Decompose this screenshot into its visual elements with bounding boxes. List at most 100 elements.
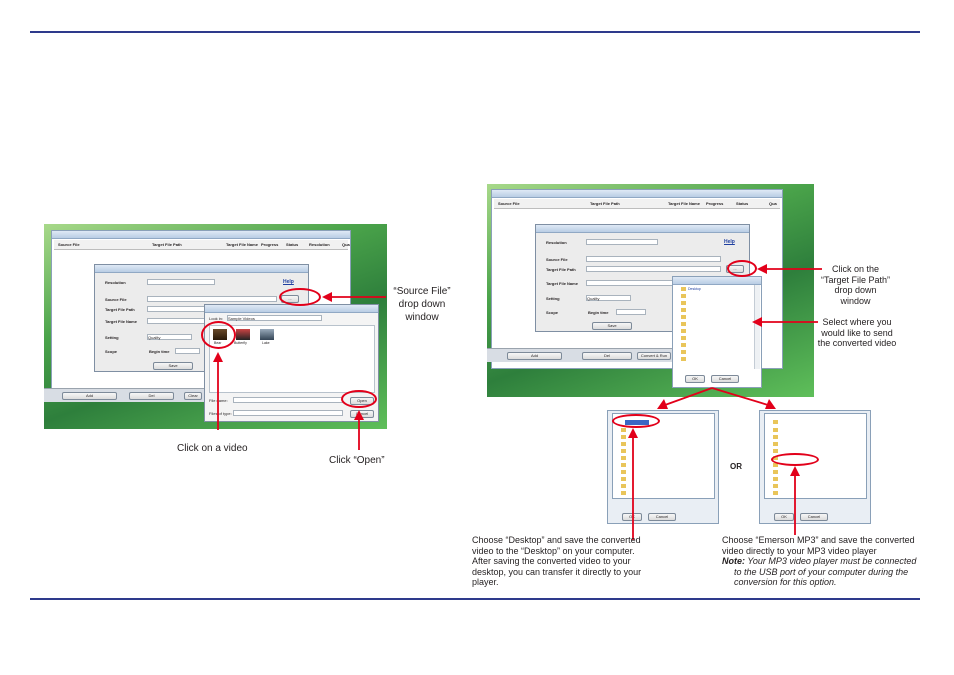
source-file-label: Source File (546, 257, 568, 262)
tree-row[interactable] (773, 428, 823, 433)
setting-value: Quality (587, 296, 600, 301)
tree-row[interactable] (773, 449, 823, 454)
resolution-label: Resolution (105, 280, 126, 285)
file-type-select[interactable] (233, 410, 343, 416)
tree-row[interactable] (681, 329, 731, 334)
top-rule (30, 31, 920, 33)
clear-button[interactable]: Clear (184, 392, 202, 400)
add-button[interactable]: Add (507, 352, 562, 360)
window-titlebar (492, 190, 782, 198)
tree-row[interactable] (621, 435, 671, 440)
browser-scrollbar[interactable] (754, 285, 760, 369)
tree-row[interactable] (773, 477, 823, 482)
begin-time-field[interactable] (616, 309, 646, 315)
target-path-label: Target File Path (105, 307, 135, 312)
callout-line: drop down (834, 285, 877, 295)
resolution-select[interactable] (586, 239, 658, 245)
note-text: Your MP3 video player must be connected (745, 556, 917, 566)
highlight-source-browse (279, 288, 321, 306)
callout-line: window (840, 295, 871, 306)
callout-line: drop down (398, 299, 446, 310)
cancel-button[interactable]: Cancel (350, 410, 374, 418)
del-button[interactable]: Del (582, 352, 632, 360)
callout-line: video directly to your MP3 video player (722, 545, 877, 556)
screenshot-target-path: Source File Target File Path Target File… (487, 184, 814, 397)
col-status: Status (286, 242, 299, 247)
tree-row[interactable] (773, 442, 823, 447)
callout-line: “Target File Path” (820, 274, 891, 285)
tree-row[interactable] (773, 470, 823, 475)
col-target-file-name: Target File Name (668, 201, 700, 206)
del-button[interactable]: Del (129, 392, 174, 400)
callout-select-where: Select where you would like to send the … (814, 317, 900, 349)
callout-click-open: Click “Open” (329, 455, 385, 466)
tree-row[interactable] (773, 420, 823, 425)
tree-row[interactable] (621, 470, 671, 475)
col-source-file: Source File (58, 242, 80, 247)
tree-row[interactable] (621, 449, 671, 454)
callout-desktop: Choose “Desktop” and save the converted … (472, 535, 662, 588)
source-file-field[interactable] (586, 256, 721, 262)
tree-row[interactable] (621, 491, 671, 496)
tree-row[interactable] (681, 350, 731, 355)
video-thumb-lake[interactable] (260, 329, 274, 340)
col-source-file: Source File (498, 201, 520, 206)
cancel-button[interactable]: Cancel (800, 513, 828, 521)
tree-row[interactable] (681, 315, 731, 320)
tree-row[interactable] (681, 301, 731, 306)
tree-row[interactable] (681, 343, 731, 348)
col-resolution: Resolution (309, 242, 330, 247)
tree-row[interactable] (773, 484, 823, 489)
tree-row[interactable] (773, 463, 823, 468)
tree-row[interactable] (621, 484, 671, 489)
callout-line: Choose “Emerson MP3” and save the conver… (722, 535, 915, 545)
dialog-titlebar (95, 265, 308, 273)
col-progress: Progress (261, 242, 279, 247)
file-name-field[interactable] (233, 397, 343, 403)
tree-row[interactable] (621, 456, 671, 461)
help-link[interactable]: Help (724, 239, 735, 245)
ok-button[interactable]: OK (685, 375, 705, 383)
open-dialog-titlebar (205, 305, 378, 313)
cancel-button[interactable]: Cancel (648, 513, 676, 521)
save-button[interactable]: Save (153, 362, 193, 370)
bottom-rule (30, 598, 920, 600)
tree-row[interactable]: Desktop (681, 287, 731, 292)
callout-line: After saving the converted video to your (472, 556, 631, 566)
help-link[interactable]: Help (283, 279, 294, 285)
note-line: Note: Your MP3 video player must be conn… (722, 556, 927, 567)
ok-button[interactable]: OK (774, 513, 794, 521)
tree-row[interactable] (681, 308, 731, 313)
ok-button[interactable]: OK (622, 513, 642, 521)
tree-row[interactable] (681, 336, 731, 341)
target-path-label: Target File Path (546, 267, 576, 272)
tree-row[interactable] (621, 442, 671, 447)
target-name-label: Target File Name (546, 281, 578, 286)
target-path-field[interactable] (586, 266, 721, 272)
save-button[interactable]: Save (592, 322, 632, 330)
callout-line: Choose “Desktop” and save the converted (472, 535, 641, 545)
note-label: Note: (722, 556, 745, 566)
cancel-button[interactable]: Cancel (711, 375, 739, 383)
tree-row[interactable] (621, 477, 671, 482)
convert-run-button[interactable]: Convert & Run (637, 352, 671, 360)
look-in-select[interactable]: Sample Videos (227, 315, 322, 321)
tree-row[interactable] (681, 294, 731, 299)
screenshot-choose-desktop: OK Cancel (607, 410, 719, 524)
source-file-field[interactable] (147, 296, 277, 302)
setting-label: Setting (546, 296, 560, 301)
highlight-video-thumb (201, 321, 236, 349)
begin-time-field[interactable] (175, 348, 200, 354)
video-thumb-butterfly[interactable] (236, 329, 250, 340)
begin-time-label: Begin time (588, 310, 609, 315)
setting-select[interactable]: Quality (586, 295, 631, 301)
resolution-select[interactable] (147, 279, 215, 285)
tree-row[interactable] (773, 491, 823, 496)
tree-row[interactable] (681, 357, 731, 362)
add-button[interactable]: Add (62, 392, 117, 400)
tree-row[interactable] (681, 322, 731, 327)
tree-row[interactable] (621, 463, 671, 468)
tree-row[interactable] (773, 435, 823, 440)
tree-row[interactable] (621, 428, 671, 433)
setting-select[interactable]: Quality (147, 334, 192, 340)
